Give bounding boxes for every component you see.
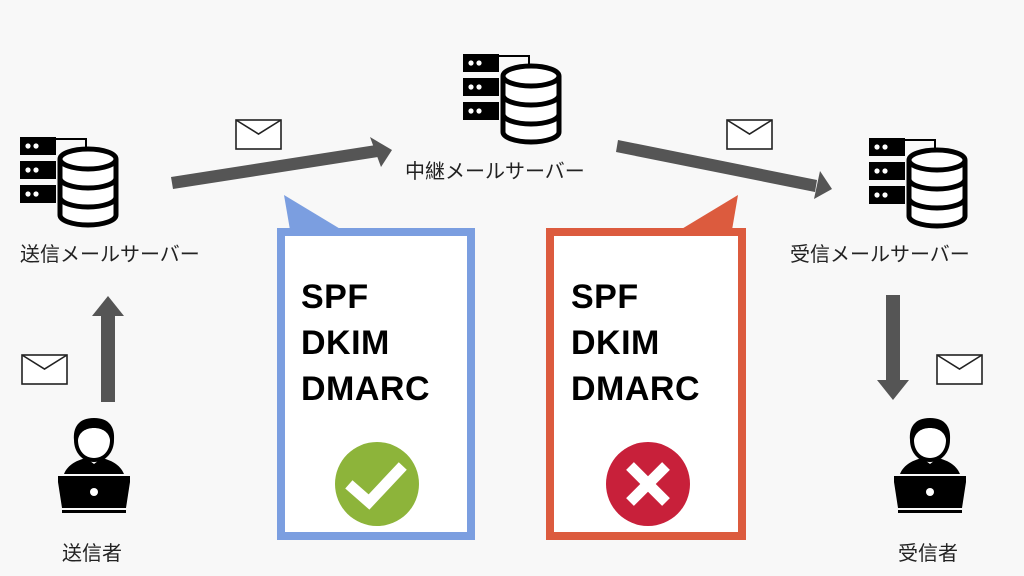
user-laptop-icon <box>58 418 130 513</box>
server-database-icon <box>463 54 562 145</box>
fail-panel-items: SPF DKIM DMARC <box>571 274 700 412</box>
fail-item-dmarc: DMARC <box>571 370 701 408</box>
pass-item-dmarc: DMARC <box>301 370 431 408</box>
fail-item-spf: SPF <box>571 278 639 316</box>
checkmark-circle-icon <box>335 442 419 526</box>
fail-item-dkim: DKIM <box>571 324 660 362</box>
fail-panel-tail <box>680 195 738 230</box>
envelope-icon <box>235 119 282 150</box>
server-database-icon <box>20 137 119 228</box>
arrow-server-to-receiver <box>877 295 909 400</box>
envelope-icon <box>936 354 983 385</box>
pass-panel-tail <box>284 195 342 230</box>
relay-server-label: 中継メールサーバー <box>405 159 585 183</box>
server-database-icon <box>869 138 968 229</box>
pass-panel-items: SPF DKIM DMARC <box>301 274 430 412</box>
arrow-sender-to-server <box>92 296 124 402</box>
pass-panel: SPF DKIM DMARC <box>277 228 475 540</box>
arrow-relay-to-receiver-server <box>616 140 832 199</box>
pass-item-dkim: DKIM <box>301 324 390 362</box>
sender-server-label: 送信メールサーバー <box>20 242 200 266</box>
pass-item-spf: SPF <box>301 278 369 316</box>
user-laptop-icon <box>894 418 966 513</box>
sender-label: 送信者 <box>62 541 122 565</box>
arrow-sender-server-to-relay <box>171 137 392 189</box>
envelope-icon <box>726 119 773 150</box>
envelope-icon <box>21 354 68 385</box>
x-circle-icon <box>606 442 690 526</box>
receiver-server-label: 受信メールサーバー <box>790 242 970 266</box>
receiver-label: 受信者 <box>898 541 958 565</box>
fail-panel: SPF DKIM DMARC <box>546 228 746 540</box>
